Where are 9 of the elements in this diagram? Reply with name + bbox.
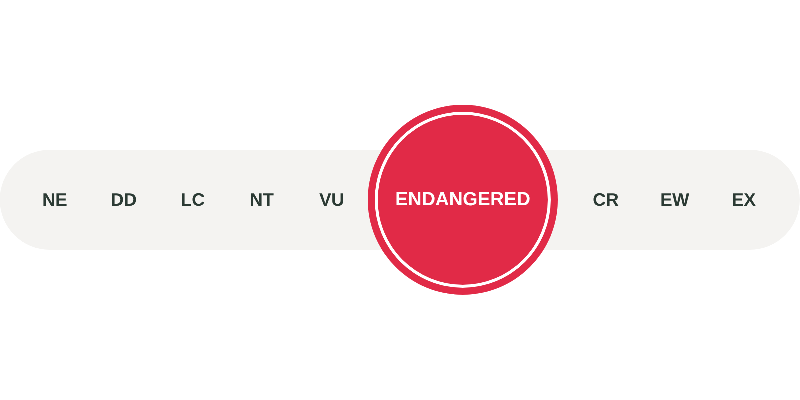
category-code: VU bbox=[320, 191, 344, 209]
category-code: CR bbox=[593, 191, 619, 209]
category-code: EX bbox=[732, 191, 756, 209]
category-name: ENDANGERED bbox=[395, 190, 531, 210]
category-code: NT bbox=[250, 191, 274, 209]
category-code: NE bbox=[42, 191, 68, 209]
category-code: DD bbox=[111, 191, 137, 209]
category-code: EW bbox=[660, 191, 690, 209]
category-code: LC bbox=[181, 191, 205, 209]
